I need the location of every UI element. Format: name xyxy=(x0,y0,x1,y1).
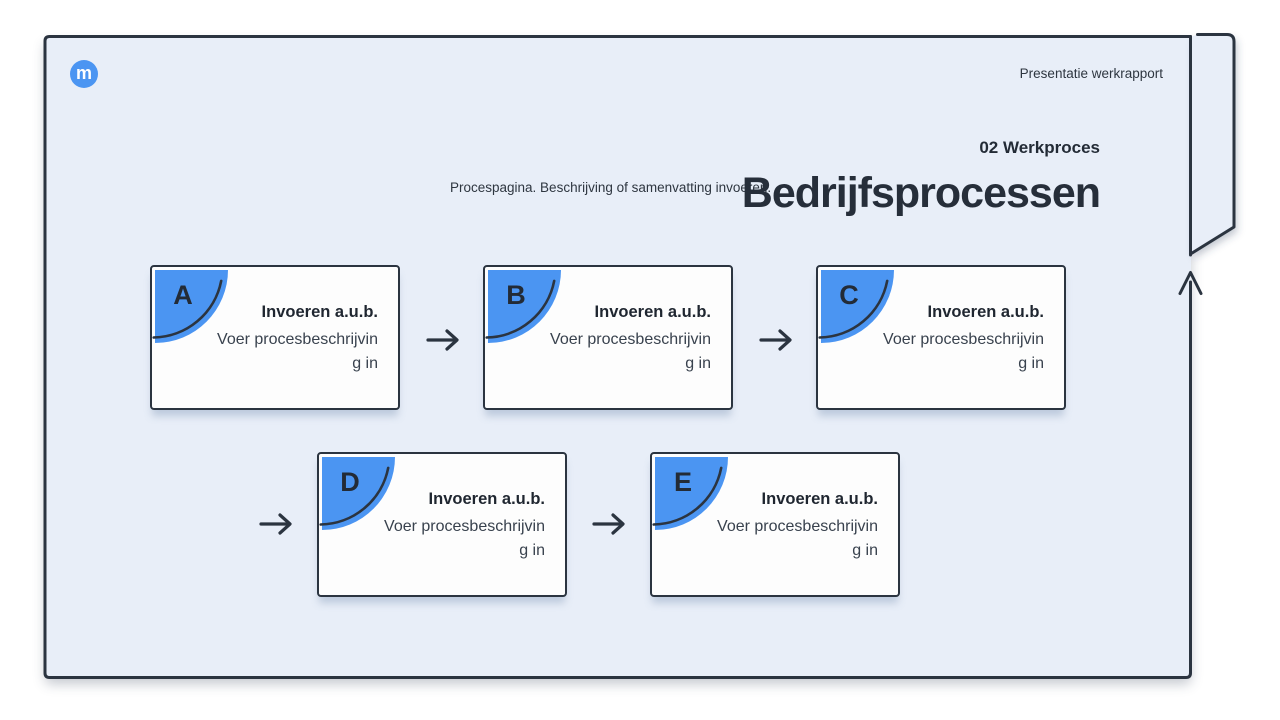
section-kicker: 02 Werkproces xyxy=(979,138,1100,157)
card-title-placeholder[interactable]: Invoeren a.u.b. xyxy=(761,490,878,508)
card-title-placeholder[interactable]: Invoeren a.u.b. xyxy=(594,303,711,321)
process-card-e[interactable]: E Invoeren a.u.b. Voer procesbeschrijvin… xyxy=(650,452,900,597)
flow-arrow-icon xyxy=(759,329,792,351)
corner-accent xyxy=(484,269,561,356)
step-letter: A xyxy=(173,280,193,310)
step-letter: B xyxy=(506,280,526,310)
flow-arrow-icon xyxy=(426,329,459,351)
card-title-placeholder[interactable]: Invoeren a.u.b. xyxy=(927,303,1044,321)
card-body-placeholder[interactable]: Voer procesbeschrijvin g in xyxy=(883,331,1044,372)
flow-arrow-icon xyxy=(592,513,625,535)
header-note: Presentatie werkrapport xyxy=(1019,66,1163,81)
process-card-a[interactable]: A Invoeren a.u.b. Voer procesbeschrijvin… xyxy=(150,265,400,410)
card-body-placeholder[interactable]: Voer procesbeschrijvin g in xyxy=(550,331,711,372)
corner-accent xyxy=(151,269,228,356)
card-body-placeholder[interactable]: Voer procesbeschrijvin g in xyxy=(384,518,545,559)
corner-accent xyxy=(651,456,728,543)
process-card-b[interactable]: B Invoeren a.u.b. Voer procesbeschrijvin… xyxy=(483,265,733,410)
slide-subtitle-placeholder[interactable]: Procespagina. Beschrijving of samenvatti… xyxy=(450,180,772,195)
process-card-c[interactable]: C Invoeren a.u.b. Voer procesbeschrijvin… xyxy=(816,265,1066,410)
slide-title[interactable]: Bedrijfsprocessen xyxy=(741,169,1101,217)
step-letter: E xyxy=(673,467,692,497)
page-fold xyxy=(1191,34,1234,253)
card-body-placeholder[interactable]: Voer procesbeschrijvin g in xyxy=(717,518,878,559)
corner-accent xyxy=(817,269,894,356)
step-letter: D xyxy=(340,467,360,497)
corner-accent xyxy=(318,456,395,543)
process-card-d[interactable]: D Invoeren a.u.b. Voer procesbeschrijvin… xyxy=(317,452,567,597)
step-letter: C xyxy=(839,280,859,310)
card-title-placeholder[interactable]: Invoeren a.u.b. xyxy=(261,303,378,321)
flow-arrow-icon xyxy=(259,513,292,535)
card-title-placeholder[interactable]: Invoeren a.u.b. xyxy=(428,490,545,508)
logo-mark: m xyxy=(70,60,98,88)
page-fold-border xyxy=(1189,33,1236,256)
card-body-placeholder[interactable]: Voer procesbeschrijvin g in xyxy=(217,331,378,372)
